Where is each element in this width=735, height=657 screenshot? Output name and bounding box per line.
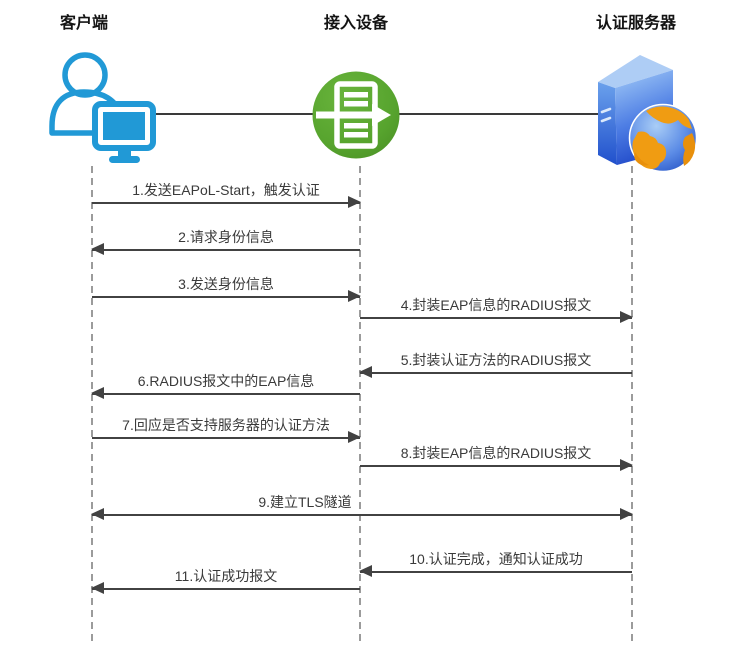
actor-label-access-device: 接入设备 bbox=[323, 15, 388, 32]
lifeline-client bbox=[91, 166, 93, 645]
arrow-right-icon bbox=[92, 290, 361, 302]
person-with-monitor-icon bbox=[40, 48, 160, 168]
message-2-label: 2.请求身份信息 bbox=[178, 229, 274, 245]
message-5-label: 5.封装认证方法的RADIUS报文 bbox=[400, 352, 592, 368]
message-7-label: 7.回应是否支持服务器的认证方法 bbox=[122, 417, 330, 433]
arrow-right-icon bbox=[92, 196, 361, 208]
arrow-right-icon bbox=[360, 311, 633, 323]
message-10-label: 10.认证完成，通知认证成功 bbox=[409, 551, 583, 567]
message-1-label: 1.发送EAPoL-Start，触发认证 bbox=[132, 182, 320, 198]
server-globe-icon bbox=[588, 48, 700, 174]
arrow-both-icon bbox=[91, 508, 633, 520]
message-8-label: 8.封装EAP信息的RADIUS报文 bbox=[400, 445, 592, 461]
message-8: 8.封装EAP信息的RADIUS报文 bbox=[360, 443, 633, 471]
arrow-left-icon bbox=[91, 243, 360, 255]
arrow-left-icon bbox=[91, 387, 360, 399]
message-6-label: 6.RADIUS报文中的EAP信息 bbox=[137, 373, 315, 389]
arrow-left-icon bbox=[359, 366, 632, 378]
arrow-left-icon bbox=[359, 565, 632, 577]
message-9: 9.建立TLS隧道 bbox=[91, 492, 633, 520]
message-1: 1.发送EAPoL-Start，触发认证 bbox=[92, 180, 361, 208]
actor-label-auth-server: 认证服务器 bbox=[595, 15, 676, 32]
message-9-label: 9.建立TLS隧道 bbox=[258, 494, 352, 510]
message-2: 2.请求身份信息 bbox=[91, 227, 360, 255]
message-11: 11.认证成功报文 bbox=[91, 566, 360, 594]
actor-label-client: 客户端 bbox=[59, 15, 108, 32]
switch-forwarding-icon bbox=[312, 71, 400, 159]
arrow-left-icon bbox=[91, 582, 360, 594]
message-4-label: 4.封装EAP信息的RADIUS报文 bbox=[400, 297, 592, 313]
arrow-right-icon bbox=[360, 459, 633, 471]
message-3-label: 3.发送身份信息 bbox=[178, 276, 274, 292]
lifeline-auth-server bbox=[631, 166, 633, 645]
arrow-right-icon bbox=[92, 431, 361, 443]
message-4: 4.封装EAP信息的RADIUS报文 bbox=[360, 295, 633, 323]
message-10: 10.认证完成，通知认证成功 bbox=[359, 549, 632, 577]
message-5: 5.封装认证方法的RADIUS报文 bbox=[359, 350, 632, 378]
message-11-label: 11.认证成功报文 bbox=[174, 568, 278, 584]
message-6: 6.RADIUS报文中的EAP信息 bbox=[91, 371, 360, 399]
message-7: 7.回应是否支持服务器的认证方法 bbox=[92, 415, 361, 443]
lifeline-access-device bbox=[359, 166, 361, 645]
message-3: 3.发送身份信息 bbox=[92, 274, 361, 302]
